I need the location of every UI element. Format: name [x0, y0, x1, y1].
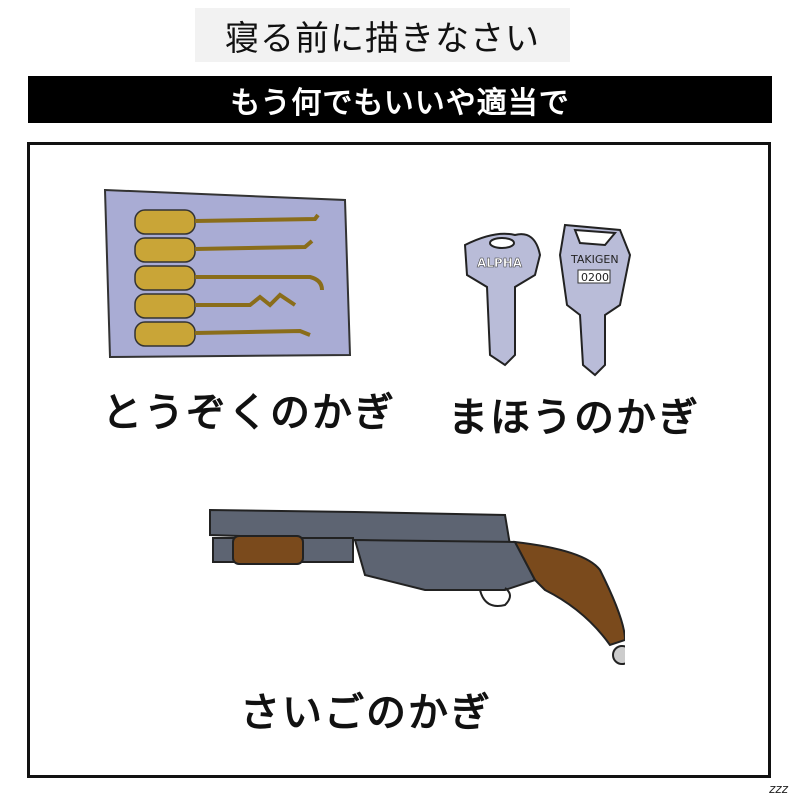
comic-title: 寝る前に描きなさい [195, 8, 570, 62]
final-key-label: さいごのかぎ [240, 690, 492, 736]
shotgun-illustration [209, 508, 625, 665]
takigen-key-text: TAKIGEN [570, 253, 619, 266]
magic-keys-illustration: ALPHA TAKIGEN 0200 [463, 223, 632, 377]
lockpick-set-illustration [103, 188, 352, 359]
comic-panel: とうぞくのかぎ ALPHA TAKIGEN 0200 まほうのかぎ さいごのかぎ [27, 142, 771, 778]
thief-key-label: とうぞくのかぎ [102, 390, 396, 436]
alpha-key-text: ALPHA [477, 256, 523, 270]
artist-signature: zzz [769, 782, 788, 796]
magic-key-label: まほうのかぎ [448, 395, 700, 441]
comic-subtitle: もう何でもいいや適当で [28, 76, 772, 123]
takigen-key-number: 0200 [581, 271, 609, 284]
